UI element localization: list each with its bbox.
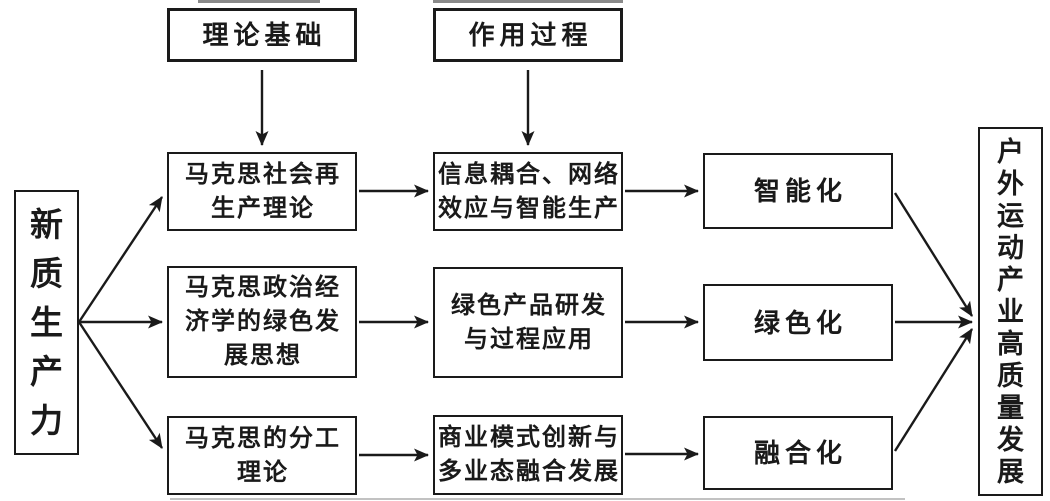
scan-artifact-top-right [433, 0, 623, 3]
arrow-source-row3 [77, 321, 164, 449]
theory-box-green-development: 马克思政治经 济学的绿色发 展思想 [167, 266, 357, 378]
scan-artifact-bottom [170, 498, 905, 500]
outcome-box-greenization: 绿色化 [703, 284, 893, 361]
header-action-process: 作用过程 [433, 8, 623, 62]
arrow-outcome3-target [893, 328, 974, 452]
outcome-box-integration: 融合化 [703, 416, 893, 490]
target-outdoor-sports-industry: 户 外 运 动 产 业 高 质 量 发 展 [978, 127, 1043, 496]
process-box-business-model: 商业模式创新与 多业态融合发展 [433, 415, 623, 495]
process-box-information-coupling: 信息耦合、网络 效应与智能生产 [433, 152, 623, 231]
theory-box-division-of-labor: 马克思的分工 理论 [167, 416, 357, 495]
source-new-productive-forces: 新 质 生 产 力 [14, 190, 79, 455]
arrow-outcome1-target [893, 192, 974, 317]
arrow-source-row1 [78, 196, 163, 323]
outcome-box-intelligentization: 智能化 [703, 153, 893, 229]
scan-artifact-top-left [198, 0, 320, 3]
theory-box-social-reproduction: 马克思社会再 生产理论 [167, 152, 357, 231]
process-box-green-product: 绿色产品研发 与过程应用 [433, 267, 623, 378]
header-theoretical-basis: 理论基础 [167, 8, 357, 62]
